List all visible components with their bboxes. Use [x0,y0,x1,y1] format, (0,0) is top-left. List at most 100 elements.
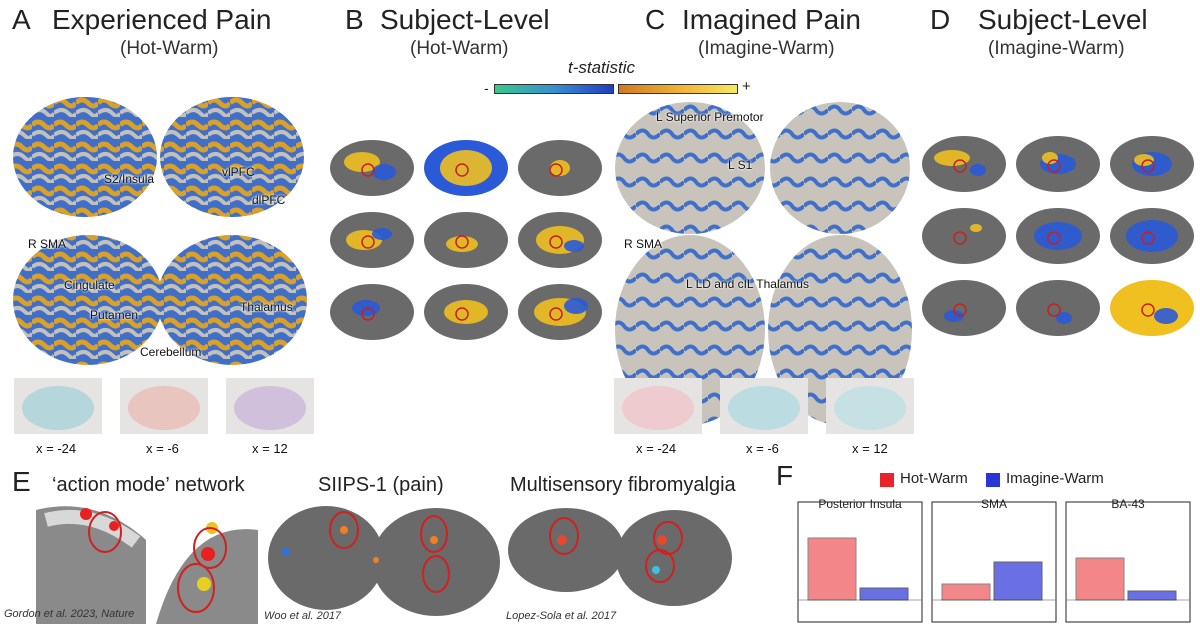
f-bar-hot-warm [1075,557,1125,601]
e-cite-lopez-sola: Lopez-Sola et al. 2017 [506,610,617,622]
colorbar-negative [494,84,614,94]
label-r-sma-c: R SMA [624,237,663,251]
colorbar-minus: - [484,80,489,96]
b-activation-blob [372,164,396,180]
f-bar-imagine-warm [993,561,1043,601]
label-vlpfc: vlPFC [222,165,255,179]
brain-c-lateral [615,102,765,234]
e-image-siips [268,506,500,616]
d-roi-circle [953,159,967,173]
d-activation-blob [1126,220,1178,252]
panel-a-subtitle: (Hot-Warm) [120,38,219,59]
label-thalamus: Thalamus [240,300,293,314]
label-l-s1: L S1 [728,158,753,172]
b-roi-circle [549,163,563,177]
brain-a-frontal [160,97,304,217]
b-activation-blob [440,150,492,186]
slice-label-a-1: x = -24 [36,441,77,456]
panel-d-title: Subject-Level [978,4,1148,35]
panel-b-grid [330,140,602,340]
label-cerebellum: Cerebellum [140,345,202,359]
f-box-title: BA-43 [1111,497,1145,511]
brain-a-lateral [13,97,157,217]
legend-hot-warm: Hot-Warm [900,470,968,487]
panel-c-slices [614,378,914,434]
panel-a-brains [13,97,307,365]
label-cingulate: Cingulate [64,278,115,292]
brain-a-medial [13,235,163,365]
slice-label-a-2: x = -6 [146,441,179,456]
b-roi-circle [455,307,469,321]
e-roi-circle [422,555,450,593]
label-dlpfc: dlPFC [252,193,286,207]
e-title-siips: SIIPS-1 (pain) [318,474,444,496]
e-roi-circle [549,517,579,555]
d-brain-8 [1016,280,1100,336]
panel-d-grid [922,136,1194,336]
panel-d-letter: D [930,4,951,35]
panel-a-slices [14,378,314,434]
b-roi-circle [549,235,563,249]
slice-label-c-2: x = -6 [746,441,779,456]
b-roi-circle [549,307,563,321]
f-bar-imagine-warm [859,587,909,601]
d-roi-circle [1141,159,1155,173]
e-title-fibromyalgia: Multisensory fibromyalgia [510,474,736,496]
d-activation-blob [1034,222,1082,250]
d-brain-1 [922,136,1006,192]
d-roi-circle [1141,303,1155,317]
e-roi-circle [177,563,215,613]
d-activation-blob [1154,308,1178,324]
panel-a-letter: A [12,4,31,35]
label-r-sma-a: R SMA [28,237,67,251]
label-putamen: Putamen [90,308,139,322]
d-roi-circle [953,231,967,245]
colorbar-plus: + [742,78,751,95]
slice-label-c-3: x = 12 [852,441,888,456]
f-bar-imagine-warm [1127,590,1177,601]
slice-label-c-1: x = -24 [636,441,677,456]
e-roi-circle [420,515,448,553]
label-s2-insula: S2/Insula [104,172,155,186]
e-title-action-mode: ‘action mode’ network [52,474,245,496]
d-roi-circle [953,303,967,317]
b-activation-blob [564,298,588,314]
e-image-fibromyalgia [508,508,732,606]
panel-b-title: Subject-Level [380,4,550,35]
f-box-title: Posterior Insula [818,497,902,511]
f-bar-hot-warm [807,537,857,601]
b-activation-blob [444,300,488,324]
panel-b-subtitle: (Hot-Warm) [410,38,509,59]
legend-swatch-hot-warm [880,473,894,487]
panel-d-subtitle: (Imagine-Warm) [988,38,1125,59]
e-cite-woo: Woo et al. 2017 [264,610,342,622]
d-roi-circle [1141,231,1155,245]
label-thalamus-c: L LD and cIL Thalamus [686,277,809,291]
b-roi-circle [361,163,375,177]
f-bar-hot-warm [941,583,991,601]
d-activation-blob [1056,312,1072,324]
colorbar-positive [618,84,738,94]
legend-swatch-imagine-warm [986,473,1000,487]
b-roi-circle [361,307,375,321]
d-activation-blob [934,150,970,166]
slice-label-a-3: x = 12 [252,441,288,456]
colorbar-label: t-statistic [568,58,636,77]
b-roi-circle [455,235,469,249]
panel-a-title: Experienced Pain [52,4,272,35]
e-image-action-mode [36,506,258,624]
panel-c-letter: C [645,4,666,35]
panel-c-title: Imagined Pain [682,4,862,35]
brain-a-medial-right [157,235,307,365]
brain-c-bottom-right [768,235,912,425]
brain-c-top [770,102,910,234]
panel-e-letter: E [12,466,31,497]
d-activation-blob [970,224,982,232]
e-roi-circle [329,511,359,549]
d-activation-blob [970,164,986,176]
d-activation-blob [944,310,964,322]
panel-c-brains [615,102,912,425]
d-activation-blob [1042,152,1058,164]
label-l-superior-premotor: L Superior Premotor [656,110,764,124]
